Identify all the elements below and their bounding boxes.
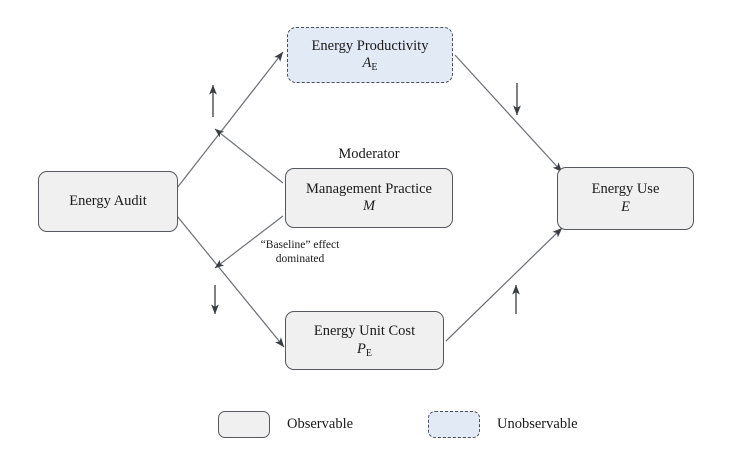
node-energy-productivity[interactable]: Energy Productivity AE	[287, 27, 453, 83]
node-energy-use-symbol: E	[621, 198, 630, 215]
baseline-effect-line-1: “Baseline” effect	[260, 239, 340, 251]
legend-swatch-observable	[218, 411, 270, 438]
node-energy-productivity-label: Energy Productivity	[311, 37, 429, 54]
legend-item-observable: Observable	[218, 411, 353, 438]
legend-item-unobservable: Unobservable	[428, 411, 578, 438]
node-management-practice-symbol: M	[362, 198, 376, 214]
baseline-effect-line-2: dominated	[275, 253, 325, 266]
node-energy-audit-label: Energy Audit	[69, 192, 147, 209]
node-energy-unit-cost-label: Energy Unit Cost	[313, 323, 416, 340]
edge-audit-to-unit-cost	[176, 215, 285, 348]
edge-moderator-to-upper-path	[214, 128, 284, 184]
edge-productivity-to-use	[454, 54, 563, 173]
node-energy-audit[interactable]: Energy Audit	[38, 171, 178, 232]
node-energy-unit-cost[interactable]: Energy Unit Cost PE	[285, 311, 444, 370]
node-energy-use-label: Energy Use	[591, 181, 660, 198]
edge-unit-cost-to-use	[445, 227, 563, 342]
legend-swatch-unobservable	[428, 411, 480, 438]
node-energy-productivity-symbol: AE	[362, 55, 378, 73]
node-management-practice[interactable]: Management Practice M	[285, 168, 453, 228]
node-energy-use[interactable]: Energy Use E	[557, 167, 694, 230]
node-energy-unit-cost-symbol: PE	[357, 340, 372, 359]
moderator-caption: Moderator	[338, 146, 400, 162]
legend-label-unobservable: Unobservable	[497, 416, 578, 432]
legend-label-observable: Observable	[287, 416, 354, 432]
edge-audit-to-productivity	[176, 51, 284, 189]
node-management-practice-label: Management Practice	[305, 180, 432, 197]
baseline-effect-annotation: “Baseline” effect dominated	[240, 238, 360, 267]
